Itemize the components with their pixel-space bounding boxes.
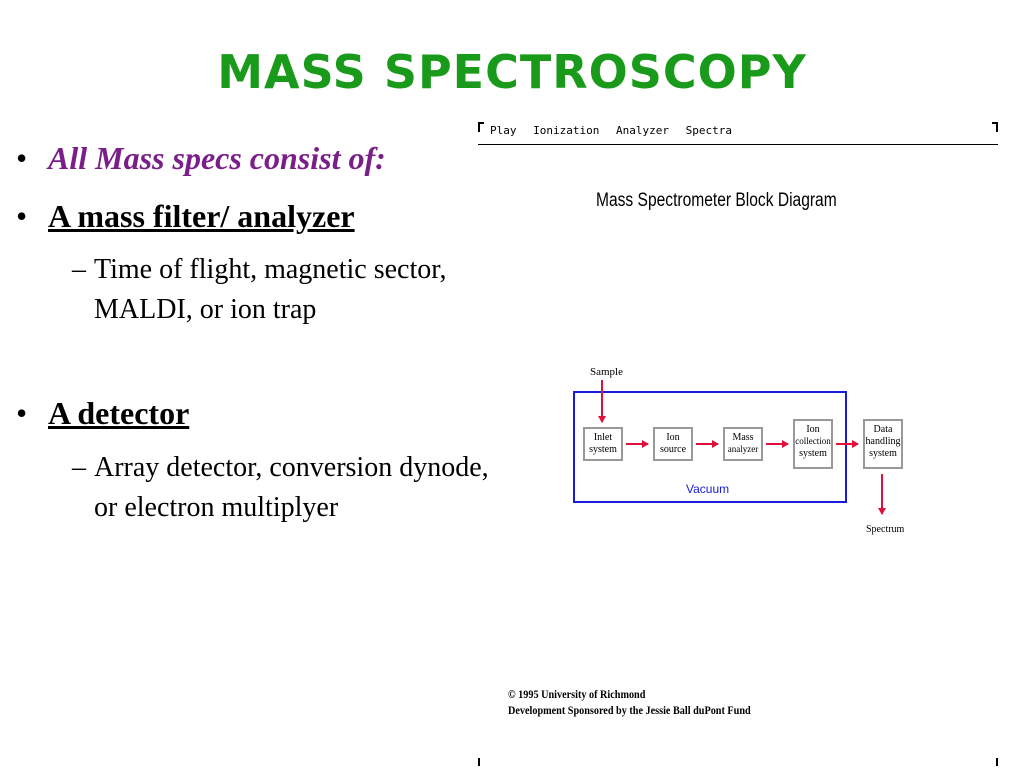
- bullet-dot: •: [16, 395, 28, 431]
- svg-text:system: system: [869, 448, 897, 459]
- credit-line: © 1995 University of Richmond: [508, 687, 646, 701]
- block-ion-collection-system: Ion collection system: [793, 419, 833, 469]
- menu-item-analyzer[interactable]: Analyzer: [615, 124, 669, 137]
- bullet-text: A detector: [48, 395, 190, 431]
- vacuum-label: Vacuum: [686, 482, 729, 496]
- bullet-dot: •: [16, 140, 28, 176]
- svg-text:Ion: Ion: [666, 432, 679, 443]
- sample-label: Sample: [590, 366, 623, 378]
- block-ion-source: Ion source: [653, 427, 693, 461]
- svg-text:Ion: Ion: [806, 424, 819, 435]
- svg-text:Mass: Mass: [732, 432, 753, 443]
- svg-text:system: system: [799, 448, 827, 459]
- spectrum-label: Spectrum: [866, 524, 905, 535]
- vacuum-chamber: [573, 391, 847, 503]
- diagram-title: Mass Spectrometer Block Diagram: [596, 190, 837, 211]
- slide-title: Mass Spectroscopy: [217, 45, 807, 99]
- frame-corner: [478, 122, 484, 132]
- sub-bullet-text: Time of flight, magnetic sector, MALDI, …: [94, 254, 447, 325]
- svg-text:system: system: [589, 444, 617, 455]
- applet-panel: Play Ionization Analyzer Spectra Mass Sp…: [476, 120, 1000, 768]
- svg-text:Inlet: Inlet: [594, 432, 613, 443]
- block-diagram: Vacuum Sample Inlet system Ion source Ma…: [573, 366, 905, 535]
- frame-corner: [992, 758, 998, 766]
- menu-item-spectra[interactable]: Spectra: [685, 124, 732, 137]
- svg-text:analyzer: analyzer: [728, 444, 758, 454]
- bullet-text: A mass filter/ analyzer: [48, 198, 355, 234]
- block-mass-analyzer: Mass analyzer: [723, 427, 763, 461]
- block-data-handling-system: Data handling system: [863, 419, 903, 469]
- svg-text:collection: collection: [795, 436, 831, 446]
- frame-corner: [478, 758, 484, 766]
- svg-text:handling: handling: [866, 436, 901, 447]
- sub-bullet-dash: –: [72, 452, 86, 483]
- menu-item-ionization[interactable]: Ionization: [533, 124, 600, 137]
- credits: © 1995 University of Richmond Developmen…: [508, 686, 751, 718]
- frame-corner: [992, 122, 998, 132]
- applet-menu-bar: Play Ionization Analyzer Spectra: [490, 124, 742, 137]
- menu-item-play[interactable]: Play: [490, 124, 517, 137]
- sub-bullet-dash: –: [72, 254, 86, 285]
- bullet-dot: •: [16, 198, 28, 234]
- credit-line: Development Sponsored by the Jessie Ball…: [508, 703, 751, 717]
- bullet-text: All Mass specs consist of:: [48, 140, 386, 176]
- svg-text:Data: Data: [874, 424, 893, 435]
- sub-bullet-text: Array detector, conversion dynode, or el…: [94, 452, 489, 523]
- block-inlet-system: Inlet system: [583, 427, 623, 461]
- menu-divider: [478, 144, 998, 145]
- svg-text:source: source: [660, 444, 687, 455]
